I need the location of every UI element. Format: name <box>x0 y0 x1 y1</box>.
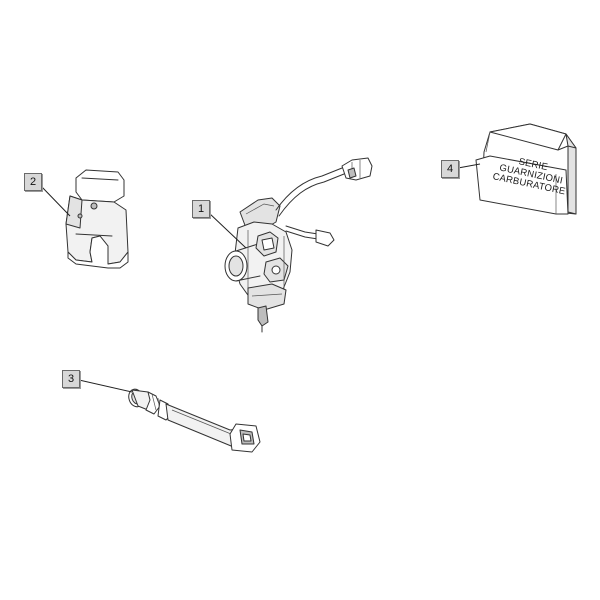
carburetor-insulator-part <box>65 169 129 269</box>
callout-4: 4 <box>441 160 459 178</box>
callout-2: 2 <box>24 173 42 191</box>
leader-line-3 <box>78 379 133 393</box>
leader-lines <box>40 163 481 393</box>
callout-3: 3 <box>62 370 80 388</box>
gasket-kit-bag-part <box>475 123 577 215</box>
carburetor-part <box>224 157 373 333</box>
leader-line-2 <box>40 185 71 217</box>
leader-line-1 <box>208 212 247 249</box>
intake-hose-part <box>128 388 261 453</box>
leader-line-4 <box>457 163 481 169</box>
callout-1: 1 <box>192 200 210 218</box>
